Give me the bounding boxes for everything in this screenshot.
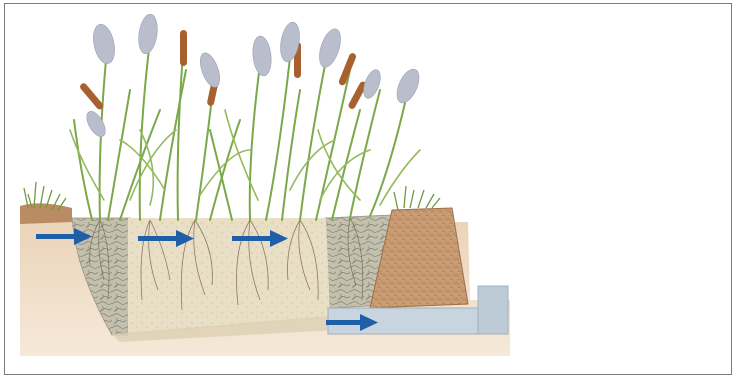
soil-filter-bed: [128, 218, 330, 335]
wetland-vegetation: [70, 13, 424, 220]
grass-tuft-right: [394, 186, 440, 210]
outlet-riser: [478, 286, 508, 334]
